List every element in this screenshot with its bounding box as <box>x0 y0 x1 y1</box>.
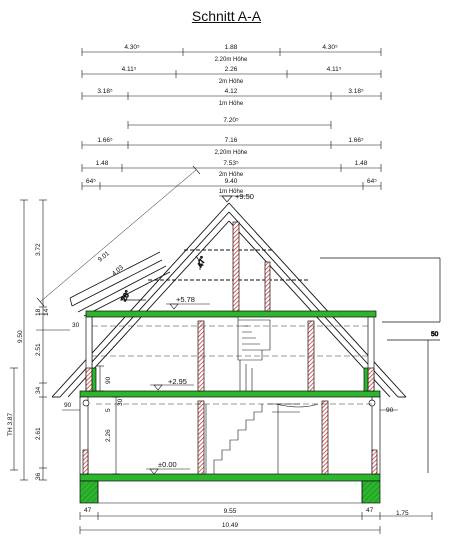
bottom-dim-47-right: 47 <box>366 507 374 514</box>
dim-r1-c: 4.30⁵ <box>322 44 338 51</box>
bottom-dim-9-55: 9.55 <box>224 508 237 515</box>
dim-r7-c: 64⁵ <box>367 178 377 185</box>
dim-r1-note: 2.20m Höhe <box>215 57 248 63</box>
bottom-dim-47-left: 47 <box>84 507 92 514</box>
ridge-level-label: +9.50 <box>235 192 254 201</box>
upper-level-label: +2.95 <box>168 377 187 386</box>
dim-r2-b: 2.26 <box>225 66 238 73</box>
left-dim-th: TH 3.87 <box>7 412 14 436</box>
hidden-lines <box>92 325 372 405</box>
slabs <box>79 310 381 504</box>
level-labels: +5.78 +2.95 ±0.00 <box>146 295 210 475</box>
dim-r3-note: 1m Höhe <box>219 101 244 107</box>
left-dim-3-72: 3.72 <box>35 243 42 256</box>
dim-r7-b: 9.40 <box>225 178 238 185</box>
inner-dim-5: 5 <box>105 408 112 412</box>
bottom-dimension-labels: 47 9.55 47 1.75 10.49 <box>84 507 409 529</box>
left-dim-34: 34 <box>35 386 42 394</box>
left-dim-30: 30 <box>72 322 80 329</box>
dim-r5-note: 2,20m Höhe <box>215 150 248 156</box>
ground-slab <box>79 473 381 482</box>
bottom-dimensions <box>79 512 433 534</box>
dim-r7-a: 64⁵ <box>86 178 96 185</box>
dim-r3-b: 4.12 <box>225 88 238 95</box>
dim-r6-a: 1.48 <box>96 160 109 167</box>
annex-outline: 50 <box>320 257 441 473</box>
attic-slab <box>85 310 377 318</box>
staircase <box>205 317 319 474</box>
dim-r6-c: 1.48 <box>355 160 368 167</box>
foundation-right <box>361 480 381 504</box>
left-dim-90: 90 <box>64 402 72 409</box>
inner-dim-2-26: 2.26 <box>105 429 112 442</box>
inner-dim-30: 30 <box>117 398 124 406</box>
attic-level-label: +5.78 <box>176 295 195 304</box>
left-dim-2-61: 2.61 <box>35 427 42 440</box>
side-dims: 90 <box>62 407 398 414</box>
ridge-level-marker: +9.50 <box>219 192 254 203</box>
main-roof-angle: 47° <box>195 255 207 269</box>
top-dimension-labels: 4.30⁵ 1.88 4.30⁵ 2.20m Höhe 4.11⁵ 2.26 4… <box>86 44 377 195</box>
dim-r1-b: 1.88 <box>225 44 238 51</box>
left-dim-2-51: 2.51 <box>35 343 42 356</box>
dim-r5-c: 1.66⁵ <box>348 137 364 144</box>
left-dimension-labels: 9.50 3.72 18 14 2.51 34 2.61 36 TH 3.87 … <box>7 243 124 480</box>
upper-slab <box>79 390 381 398</box>
dim-r2-note: 2m Höhe <box>219 79 244 85</box>
dormer-angle: 20° <box>119 289 132 303</box>
inner-dim-90: 90 <box>105 376 112 384</box>
main-roof <box>51 202 407 398</box>
dim-r3-a: 3.18⁵ <box>97 88 113 95</box>
dim-r6-b: 7.53⁵ <box>223 160 239 167</box>
dim-r2-c: 4.11⁵ <box>327 66 342 73</box>
dim-r3-c: 3.18⁵ <box>348 88 364 95</box>
dim-r4-a: 7.20⁵ <box>223 117 239 124</box>
left-dimension-lines <box>10 199 120 481</box>
annex-dim-50: 50 <box>431 331 439 338</box>
dim-r7-note: 1m Höhe <box>219 189 244 195</box>
dim-r5-a: 1.66⁵ <box>97 137 113 144</box>
dormer: 20° 47° <box>69 251 208 395</box>
rafter-dimension: 9.01 4.03 <box>36 165 201 307</box>
right-dim-90: 90 <box>386 407 394 414</box>
bottom-dim-1-75: 1.75 <box>396 510 409 517</box>
dim-r1-a: 4.30⁵ <box>124 44 140 51</box>
left-dim-36: 36 <box>35 472 42 480</box>
dim-r5-b: 7.16 <box>225 137 238 144</box>
left-dim-9-50: 9.50 <box>17 330 24 343</box>
foundation-left <box>79 480 99 504</box>
top-dimension-chains <box>81 48 382 190</box>
left-dim-18: 18 <box>35 308 42 316</box>
walls <box>79 221 381 475</box>
bottom-dim-10-49: 10.49 <box>222 522 239 529</box>
rafter-length-2: 4.03 <box>111 264 125 278</box>
dim-r2-a: 4.11⁵ <box>122 66 137 73</box>
ground-level-label: ±0.00 <box>158 460 177 469</box>
left-dim-14: 14 <box>43 308 50 316</box>
drawing-title: Schnitt A-A <box>191 8 262 24</box>
dim-r6-note: 2m Höhe <box>219 172 244 178</box>
